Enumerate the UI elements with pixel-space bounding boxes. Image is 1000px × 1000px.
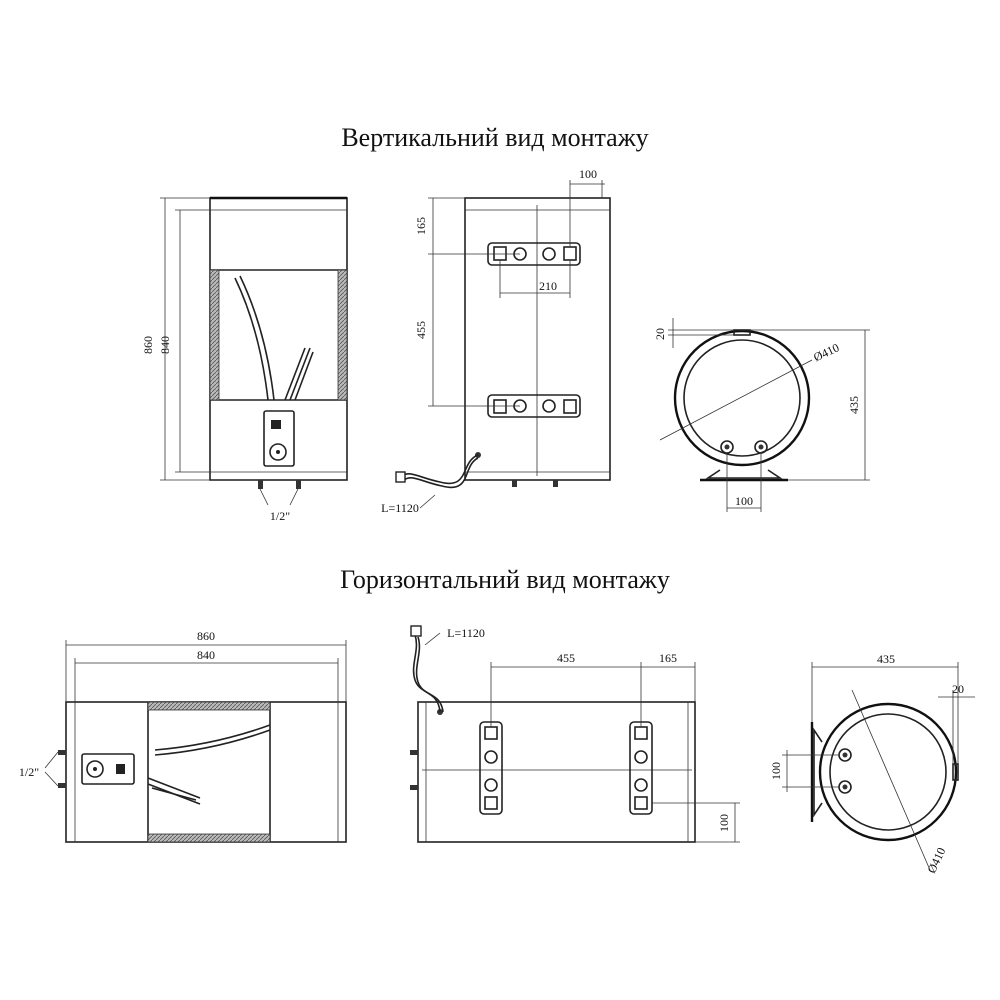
dim-165-horizontal: 165 bbox=[659, 651, 677, 665]
vertical-back-view: L=1120 165 455 100 210 bbox=[381, 167, 611, 515]
dim-860-vertical: 860 bbox=[141, 336, 155, 354]
dim-840-vertical: 840 bbox=[158, 336, 172, 354]
horizontal-front-view: 1/2" 860 840 bbox=[19, 629, 347, 843]
display-icon-horizontal bbox=[116, 764, 125, 774]
dim-165-vertical: 165 bbox=[414, 217, 428, 235]
dim-455-horizontal: 455 bbox=[557, 651, 575, 665]
thermostat-knob-icon bbox=[269, 443, 287, 461]
dim-20-horizontal: 20 bbox=[952, 682, 964, 696]
horizontal-back-view: L=1120 455 165 100 bbox=[410, 625, 740, 843]
dim-diameter-vertical: Ø410 bbox=[811, 340, 841, 364]
dim-diameter-horizontal: Ø410 bbox=[924, 845, 948, 875]
pipe-label-horizontal: 1/2" bbox=[19, 765, 39, 779]
horizontal-title: Горизонтальний вид монтажу bbox=[340, 565, 670, 594]
cable-label-vertical: L=1120 bbox=[381, 501, 419, 515]
dim-435-horizontal: 435 bbox=[877, 652, 895, 666]
dim-860-horizontal: 860 bbox=[197, 629, 215, 643]
dim-100-horizontal-back: 100 bbox=[717, 814, 731, 832]
dim-100-horizontal-side: 100 bbox=[769, 762, 783, 780]
horizontal-side-view: Ø410 435 20 100 bbox=[769, 652, 975, 875]
cable-label-horizontal: L=1120 bbox=[447, 626, 485, 640]
dim-840-horizontal: 840 bbox=[197, 648, 215, 662]
dim-435-vertical: 435 bbox=[847, 396, 861, 414]
dim-210: 210 bbox=[539, 279, 557, 293]
display-icon bbox=[271, 420, 281, 429]
pipe-label: 1/2" bbox=[270, 509, 290, 523]
dim-455-vertical: 455 bbox=[414, 321, 428, 339]
dim-100-top: 100 bbox=[579, 167, 597, 181]
thermostat-knob-icon-horizontal bbox=[86, 760, 104, 778]
dim-20-vertical: 20 bbox=[653, 328, 667, 340]
vertical-side-view: Ø410 20 435 100 bbox=[653, 318, 870, 512]
vertical-title: Вертикальний вид монтажу bbox=[341, 123, 648, 152]
vertical-front-view: 1/2" 860 840 bbox=[141, 196, 348, 523]
dim-100-bottom: 100 bbox=[735, 494, 753, 508]
